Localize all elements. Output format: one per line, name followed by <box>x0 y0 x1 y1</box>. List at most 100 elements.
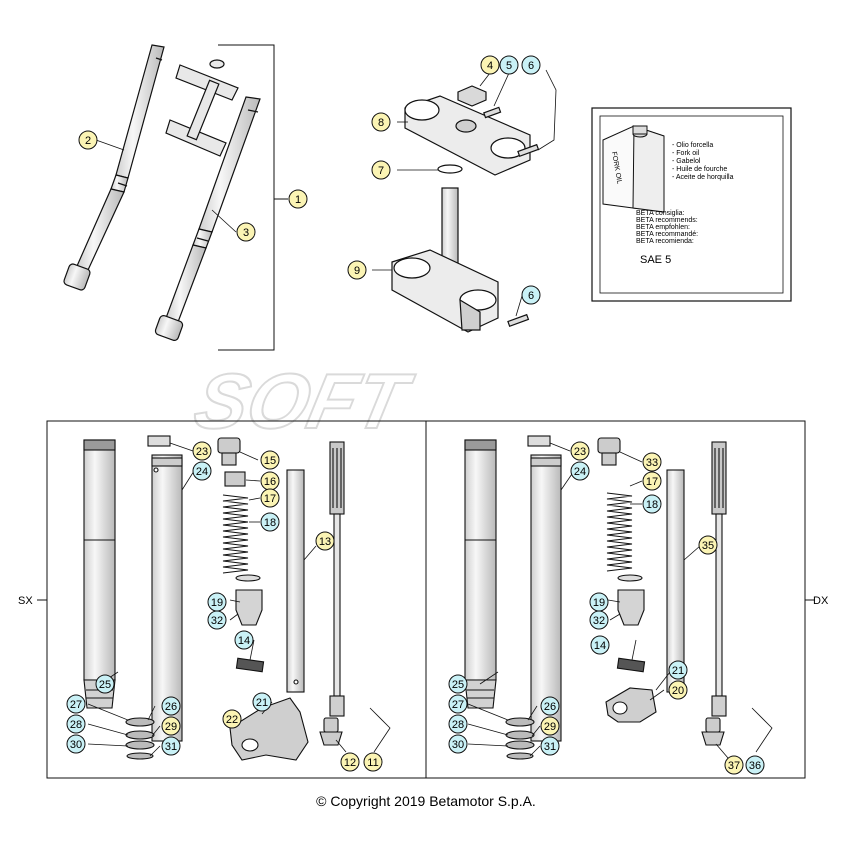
callout-number: 28 <box>452 719 464 731</box>
callout-6: 6 <box>521 285 541 305</box>
side-label-left: SX <box>18 595 33 607</box>
fork-cap-right <box>527 435 551 447</box>
upper-triple-clamp <box>404 95 531 176</box>
oil-name-1: - Fork oil <box>672 150 700 157</box>
callout-31: 31 <box>540 736 560 756</box>
oil-bottle <box>602 125 665 213</box>
callout-number: 30 <box>70 739 82 751</box>
callout-27: 27 <box>448 694 468 714</box>
callout-number: 12 <box>344 757 356 769</box>
callout-3: 3 <box>236 222 256 242</box>
callout-badge-circle <box>66 714 86 734</box>
callout-number: 19 <box>211 597 223 609</box>
callout-badge-circle <box>222 709 242 729</box>
callout-35: 35 <box>698 535 718 555</box>
callout-number: 30 <box>452 739 464 751</box>
leaders-top-middle <box>372 69 557 317</box>
callout-number: 21 <box>672 665 684 677</box>
callout-number: 11 <box>367 757 378 769</box>
callout-6: 6 <box>521 55 541 75</box>
callout-9: 9 <box>347 260 367 280</box>
outer-tube-right <box>464 439 497 709</box>
callout-badge-circle <box>570 461 590 481</box>
lower-triple-clamp <box>391 187 499 333</box>
callout-badge-circle <box>161 696 181 716</box>
callout-23: 23 <box>192 441 212 461</box>
seal-stack-left <box>125 717 155 760</box>
damper-cap-right <box>597 437 621 466</box>
fork-oil-box: FORK OIL - Olio forcella - Fork oil - Ga… <box>591 107 792 302</box>
callout-number: 26 <box>544 701 556 713</box>
callout-36: 36 <box>745 755 765 775</box>
callout-badge-circle <box>95 674 115 694</box>
leaders-bottom <box>87 442 773 759</box>
callout-badge-circle <box>363 752 383 772</box>
preload-nut-left <box>224 471 246 487</box>
lower-clamp-bolt <box>507 313 530 328</box>
callout-2: 2 <box>78 130 98 150</box>
callout-number: 3 <box>243 227 249 239</box>
callout-number: 23 <box>196 446 208 458</box>
callout-number: 16 <box>264 476 276 488</box>
callout-11: 11 <box>363 752 383 772</box>
callout-32: 32 <box>207 610 227 630</box>
assembly-bracket <box>218 44 275 351</box>
callout-badge-circle <box>642 471 662 491</box>
callout-21: 21 <box>668 660 688 680</box>
callout-28: 28 <box>448 714 468 734</box>
callout-badge-circle <box>161 736 181 756</box>
callout-badge-circle <box>340 752 360 772</box>
exploded-legs-frame <box>37 420 815 779</box>
callout-number: 33 <box>646 457 658 469</box>
callout-21: 21 <box>252 692 272 712</box>
callout-number: 14 <box>238 635 250 647</box>
callout-number: 32 <box>593 615 605 627</box>
callout-badge-circle <box>288 189 308 209</box>
callout-number: 25 <box>99 679 111 691</box>
callout-20: 20 <box>668 680 688 700</box>
side-label-right: DX <box>813 595 829 607</box>
fork-assembly-complete <box>63 44 261 341</box>
clamp-bolt <box>483 106 502 119</box>
callout-badge-circle <box>521 285 541 305</box>
clamp-bolt-long <box>517 143 540 158</box>
spring-guide-left <box>235 589 263 626</box>
callout-number: 25 <box>452 679 464 691</box>
callout-number: 29 <box>165 721 177 733</box>
watermark: SOFT <box>187 358 419 445</box>
callout-badge-circle <box>207 610 227 630</box>
recommend-3: BETA recommandé: <box>636 231 698 238</box>
callout-31: 31 <box>161 736 181 756</box>
callout-number: 26 <box>165 701 177 713</box>
callout-badge-circle <box>668 680 688 700</box>
callout-number: 20 <box>672 685 684 697</box>
oil-grade: SAE 5 <box>640 254 671 266</box>
callout-badge-circle <box>590 635 610 655</box>
callout-number: 36 <box>749 760 761 772</box>
recommend-2: BETA empfohlen: <box>636 224 690 231</box>
callout-25: 25 <box>95 674 115 694</box>
callout-number: 23 <box>574 446 586 458</box>
callout-badge-circle <box>448 674 468 694</box>
callout-number: 29 <box>544 721 556 733</box>
callout-badge-circle <box>371 112 391 132</box>
inner-tube-left <box>151 454 183 742</box>
callout-badge-circle <box>236 222 256 242</box>
steering-nut <box>457 85 487 107</box>
damper-rod-right <box>711 441 727 717</box>
callout-badge-circle <box>260 512 280 532</box>
callout-14: 14 <box>234 630 254 650</box>
callout-number: 27 <box>70 699 82 711</box>
callout-badge-circle <box>347 260 367 280</box>
callout-24: 24 <box>192 461 212 481</box>
spring-right <box>606 492 633 572</box>
callout-badge-circle <box>642 452 662 472</box>
cartridge-tube-left <box>286 469 305 693</box>
spring-guide-right <box>617 589 645 626</box>
seal-stack-right <box>505 717 535 760</box>
callout-number: 28 <box>70 719 82 731</box>
callout-badge-circle <box>724 755 744 775</box>
callout-8: 8 <box>371 112 391 132</box>
callout-badge-circle <box>499 55 519 75</box>
